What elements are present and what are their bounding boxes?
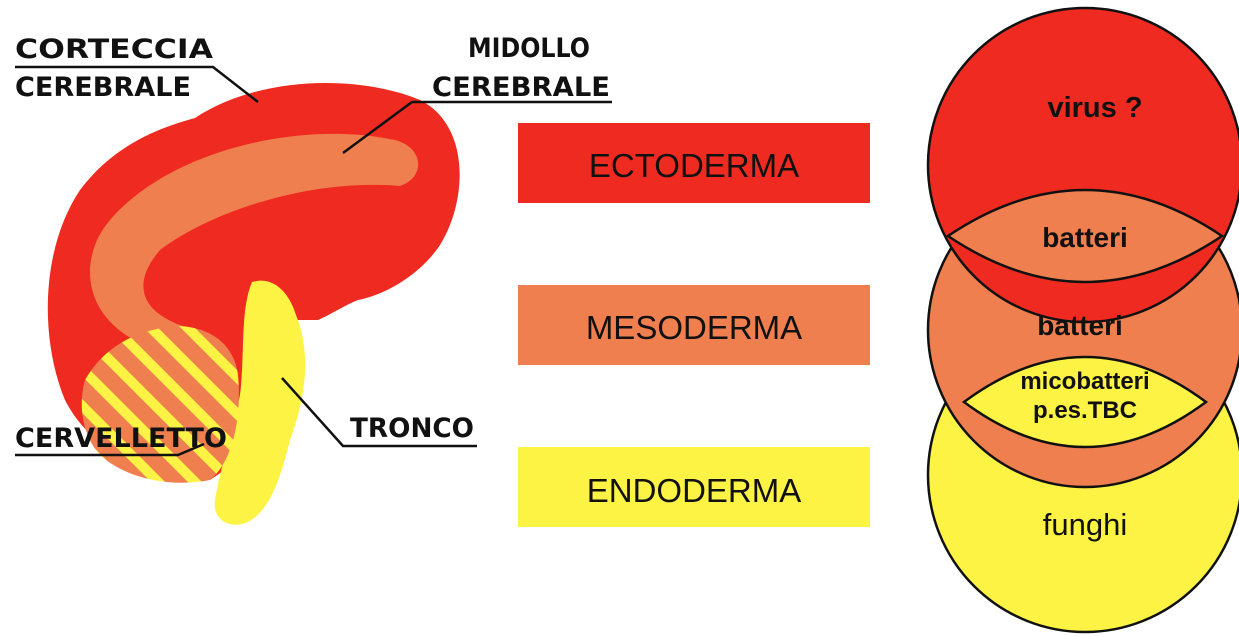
germ-layer-legend: ECTODERMA MESODERMA ENDODERMA xyxy=(518,123,870,527)
batteri-mid-label: batteri xyxy=(1037,310,1123,341)
micobatteri-label-line2: p.es.TBC xyxy=(1033,397,1137,424)
micobatteri-label-line1: micobatteri xyxy=(1020,368,1149,395)
tronco-label: TRONCO xyxy=(350,413,474,444)
funghi-label: funghi xyxy=(1043,507,1127,542)
pathogen-circles: virus ? batteri batteri micobatteri p.es… xyxy=(928,8,1239,632)
midollo-label-line1: MIDOLLO xyxy=(468,33,590,64)
batteri-top-label: batteri xyxy=(1042,222,1128,253)
ectoderma-label: ECTODERMA xyxy=(589,147,799,184)
corteccia-label-line2: CEREBRALE xyxy=(15,72,191,103)
cervelletto-label: CERVELLETTO xyxy=(15,423,227,454)
corteccia-label-line1: CORTECCIA xyxy=(15,34,213,65)
endoderma-label: ENDODERMA xyxy=(587,472,802,509)
virus-label: virus ? xyxy=(1047,92,1142,124)
midollo-label-line2: CEREBRALE xyxy=(432,72,610,103)
mesoderma-label: MESODERMA xyxy=(586,309,802,346)
